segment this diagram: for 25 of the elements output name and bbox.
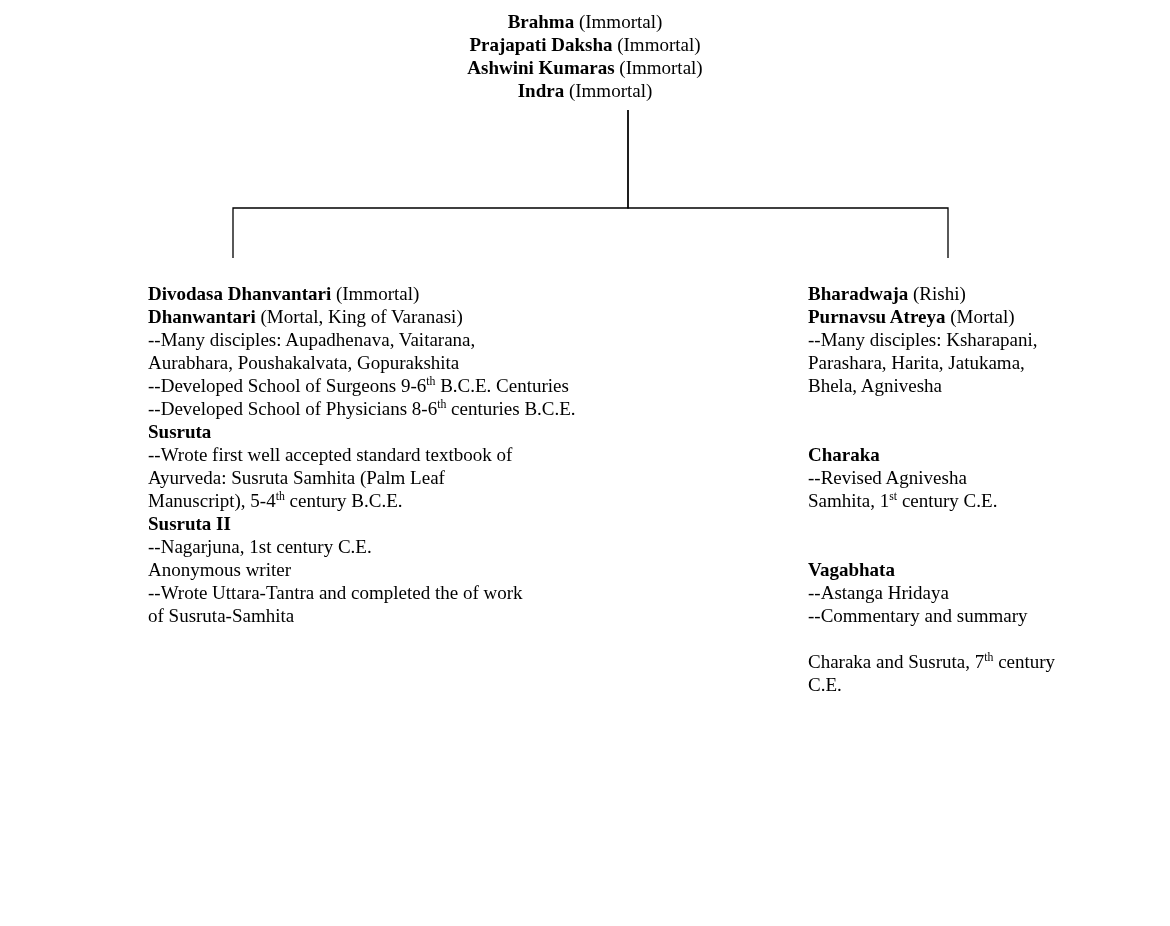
lineage-text: Brahma (Immortal) bbox=[506, 10, 664, 33]
lineage-text: --Many disciples: Aupadhenava, Vaitarana, Aurabhara, Poushakalvata, Gopurakshita bbox=[148, 328, 477, 374]
lineage-text: --Developed School of Surgeons 9-6$^{th}$ B.C.E. Centuries bbox=[148, 374, 570, 397]
lineage-text: --Wrote first well accepted standard textbook of Ayurveda: Susruta Samhita (Palm Leaf Manuscript), 5-4$^{th}$ century B.C.E. bbox=[148, 443, 514, 512]
lineage-text: Susruta II bbox=[148, 512, 231, 535]
lineage-text: Charaka bbox=[808, 443, 880, 466]
lineage-text: --Many disciples: Ksharapani, Parashara, Harita, Jatukama, Bhela, Agnivesha bbox=[808, 328, 1039, 397]
lineage-text: --Nagarjuna, 1st century C.E. bbox=[148, 535, 372, 558]
lineage-text: Charaka and Susruta, 7$^{th}$ century C.E. bbox=[808, 650, 1057, 696]
lineage-text: Dhanwantari (Mortal, King of Varanasi) bbox=[148, 305, 463, 328]
tree-connector bbox=[627, 109, 949, 259]
lineage-text: Divodasa Dhanvantari (Immortal) bbox=[148, 282, 420, 305]
lineage-text: Prajapati Daksha (Immortal) bbox=[468, 33, 702, 56]
lineage-text: --Wrote Uttara-Tantra and completed the of work of Susruta-Samhita bbox=[148, 581, 524, 627]
lineage-text: --Commentary and summary bbox=[808, 604, 1028, 627]
lineage-text: Susruta bbox=[148, 420, 212, 443]
lineage-text: Vagabhata bbox=[808, 558, 895, 581]
lineage-text: --Astanga Hridaya bbox=[808, 581, 949, 604]
lineage-text: --Revised Agnivesha Samhita, 1$^{st}$ century C.E. bbox=[808, 466, 999, 512]
lineage-text: --Developed School of Physicians 8-6$^{th}$ centuries B.C.E. bbox=[148, 397, 577, 420]
lineage-text: Bharadwaja (Rishi) bbox=[808, 282, 966, 305]
lineage-text: Indra (Immortal) bbox=[516, 79, 654, 102]
lineage-text: Ashwini Kumaras (Immortal) bbox=[466, 56, 704, 79]
lineage-text: Anonymous writer bbox=[148, 558, 291, 581]
lineage-text: Purnavsu Atreya (Mortal) bbox=[808, 305, 1015, 328]
